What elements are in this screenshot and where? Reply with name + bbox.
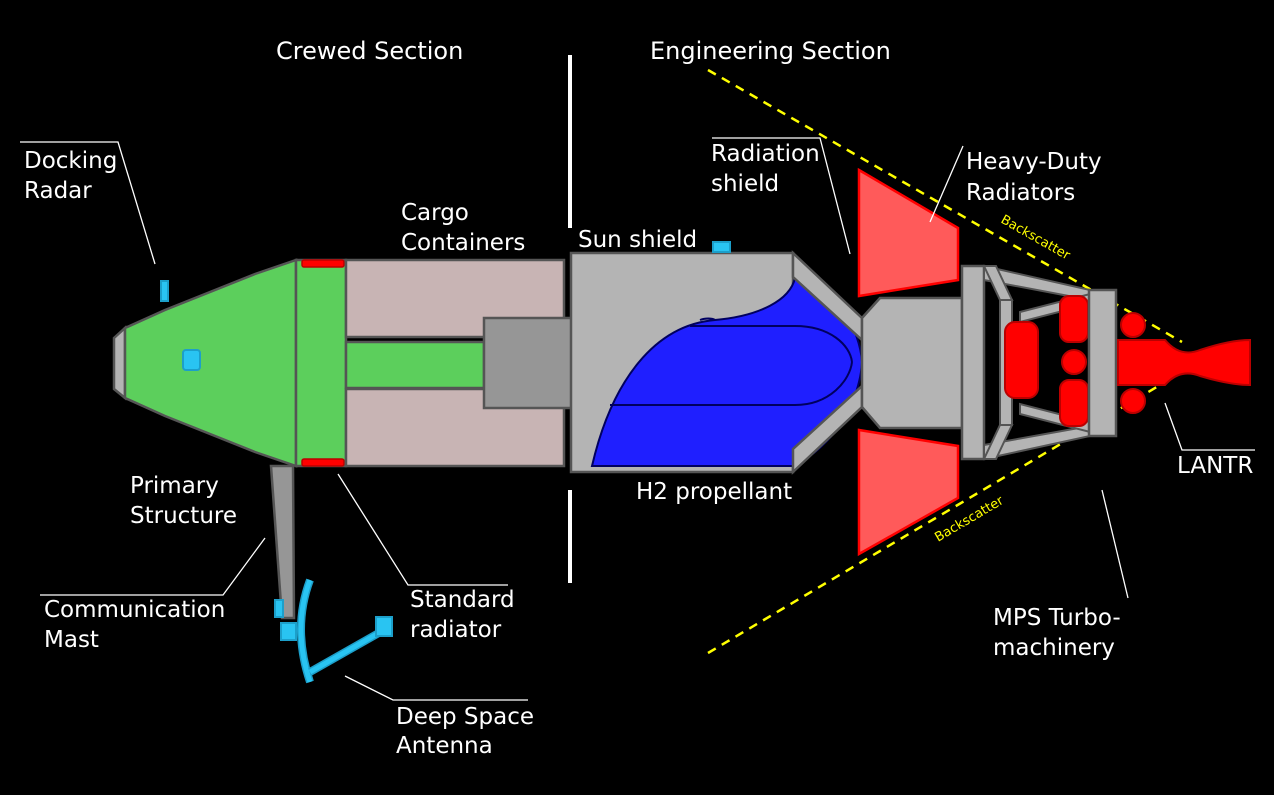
backscatter-line-lower <box>707 370 1183 655</box>
crew-cargo-core <box>344 340 486 390</box>
heavy-duty-radiator-top <box>857 167 960 298</box>
lantr-label: LANTR <box>1177 453 1253 479</box>
engine-thrust-plate <box>1087 288 1118 438</box>
backscatter-label-upper: Backscatter <box>998 212 1073 263</box>
lantr-engine <box>1117 312 1251 414</box>
sun-shield-sensor <box>712 241 731 253</box>
mps-turbomachinery <box>1004 295 1089 427</box>
leader-lines <box>20 137 1255 701</box>
crew-window <box>182 349 201 371</box>
engine-mount <box>960 264 986 461</box>
h2-propellant-label: H2 propellant <box>636 479 792 505</box>
docking-radar-label: Docking Radar <box>24 148 125 204</box>
heavy-duty-radiator-bottom <box>857 428 960 557</box>
deep-space-antenna <box>274 578 393 684</box>
deep-space-antenna-label: Deep Space Antenna <box>396 704 541 759</box>
engineering-section-header: Engineering Section <box>650 37 891 65</box>
heavy-duty-radiators-label: Heavy-Duty Radiators <box>966 149 1109 206</box>
mps-turbomachinery-label: MPS Turbo- machinery <box>993 605 1128 661</box>
communication-mast <box>269 464 296 620</box>
radiation-shield-label: Radiation shield <box>711 141 827 197</box>
sun-shield-label: Sun shield <box>578 227 697 253</box>
radiation-shield <box>860 296 964 430</box>
crew-module <box>123 258 298 468</box>
communication-mast-label: Communication Mast <box>44 597 233 653</box>
crew-nose-cap <box>112 325 127 401</box>
standard-radiator-bottom <box>301 458 345 467</box>
standard-radiator-label: Standard radiator <box>410 587 522 643</box>
primary-structure-label: Primary Structure <box>130 473 237 529</box>
crewed-section-header: Crewed Section <box>276 37 463 65</box>
primary-structure <box>294 258 348 468</box>
cargo-containers-label: Cargo Containers <box>401 200 525 256</box>
standard-radiator-top <box>301 259 345 268</box>
central-truss <box>482 316 574 410</box>
docking-radar-unit <box>160 280 169 302</box>
